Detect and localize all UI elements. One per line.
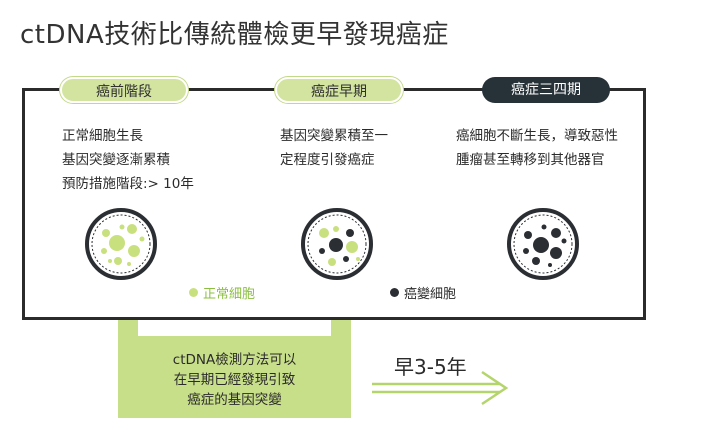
desc-line: 癌細胞不斷生長，導致惡性 <box>456 128 618 144</box>
green-dot-icon <box>189 288 198 297</box>
stage-desc-precancer: 正常細胞生長 基因突變逐漸累積 預防措施階段:> 10年 <box>62 124 194 196</box>
double-right-arrow-icon <box>372 370 509 406</box>
legend-normal-cell: 正常細胞 <box>189 283 255 302</box>
desc-line: 基因突變累積至一 <box>280 128 388 144</box>
stages-frame <box>22 88 646 320</box>
desc-line: 腫瘤甚至轉移到其他器官 <box>456 152 605 168</box>
legend-cancer-cell: 癌變細胞 <box>390 283 456 302</box>
callout-line: 在早期已經發現引致 <box>173 372 296 388</box>
callout-line: ctDNA檢測方法可以 <box>172 352 297 368</box>
stage-desc-early: 基因突變累積至一 定程度引發癌症 <box>280 124 388 172</box>
early-detection-label: 早3-5年 <box>394 355 467 379</box>
legend-normal-label: 正常細胞 <box>203 287 256 302</box>
desc-line: 定程度引發癌症 <box>280 152 375 168</box>
normal-cell-cluster-icon <box>85 208 157 280</box>
ctdna-callout: ctDNA檢測方法可以 在早期已經發現引致 癌症的基因突變 <box>118 345 351 415</box>
stage-pill-early: 癌症早期 <box>275 77 403 103</box>
mixed-cell-cluster-icon <box>301 208 373 280</box>
desc-line: 正常細胞生長 <box>62 128 143 144</box>
desc-line: 基因突變逐漸累積 <box>62 152 170 168</box>
stage-pill-precancer: 癌前階段 <box>60 77 188 103</box>
callout-arrow-shape <box>100 256 369 418</box>
desc-line: 預防措施階段:> 10年 <box>62 176 194 192</box>
callout-line: 癌症的基因突變 <box>187 392 282 408</box>
dark-dot-icon <box>390 288 399 297</box>
stage-pill-late: 癌症三四期 <box>482 77 610 103</box>
cancer-cell-cluster-icon <box>507 208 579 280</box>
stage-desc-late: 癌細胞不斷生長，導致惡性 腫瘤甚至轉移到其他器官 <box>456 124 618 172</box>
page-title: ctDNA技術比傳統體檢更早發現癌症 <box>20 20 449 50</box>
legend-cancer-label: 癌變細胞 <box>404 287 457 302</box>
